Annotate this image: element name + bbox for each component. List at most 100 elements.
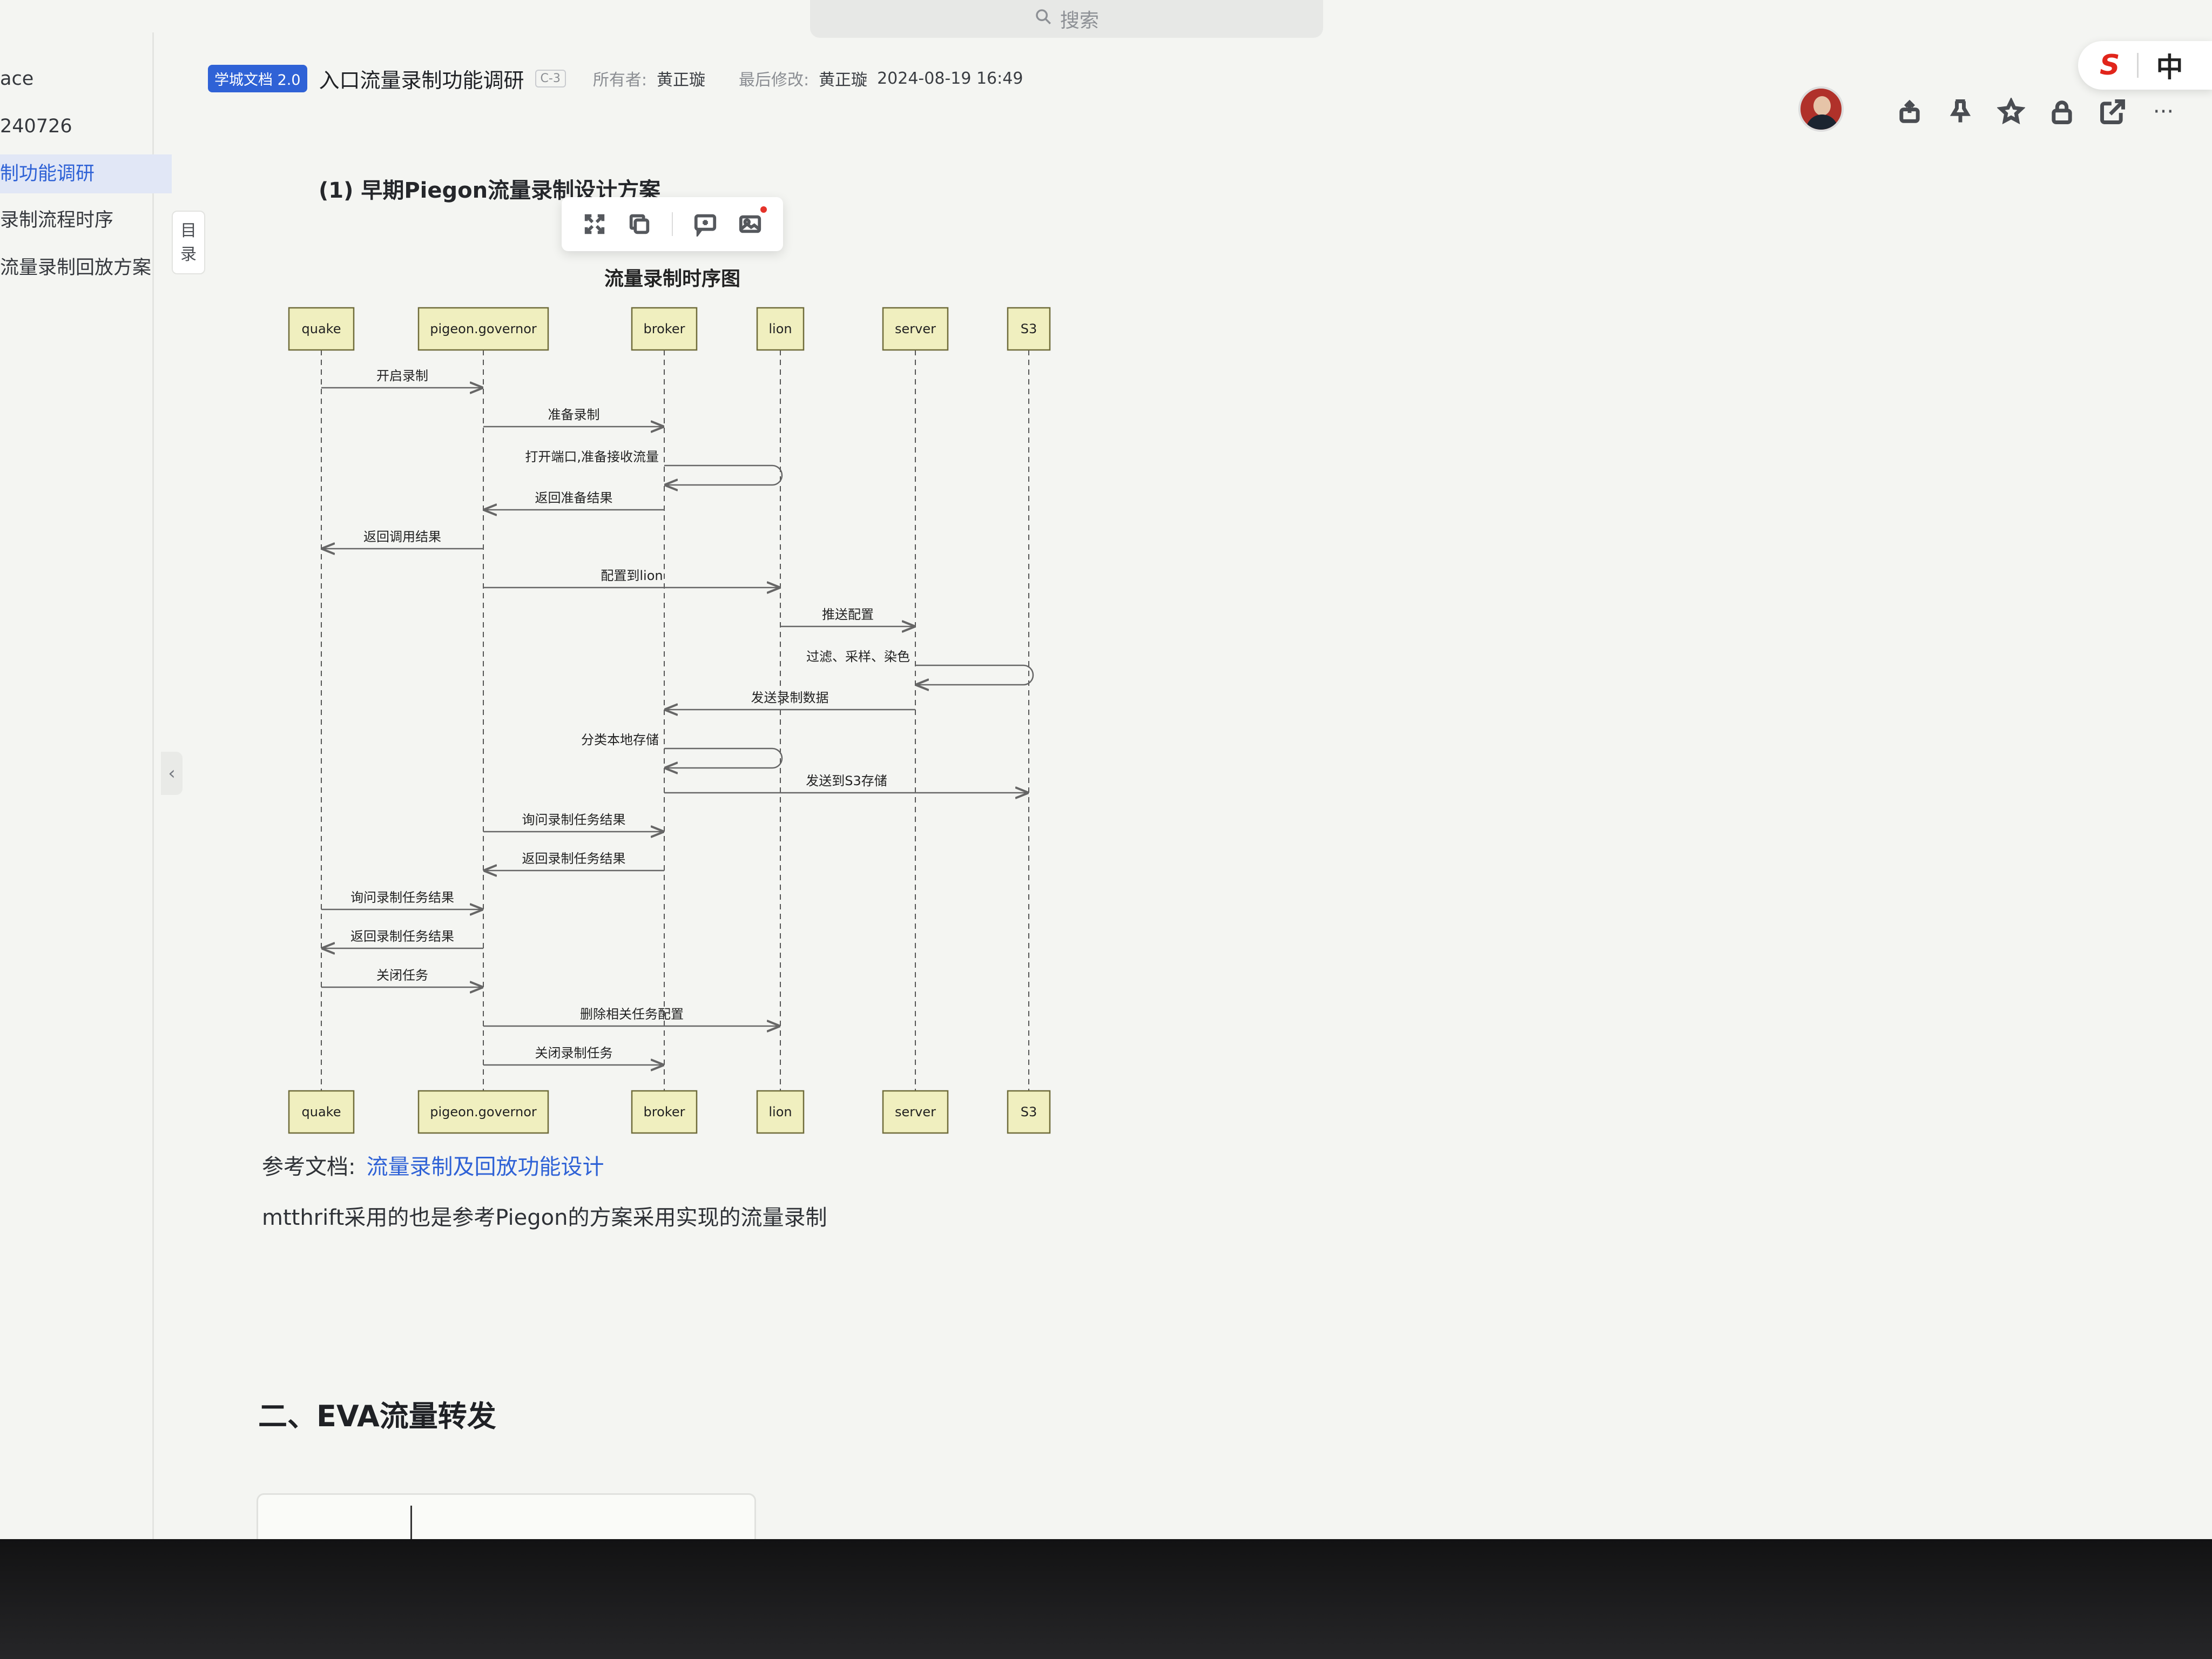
participant-box: quake: [288, 307, 355, 351]
self-message-arrow: [664, 464, 783, 485]
toc-item-1[interactable]: 240726: [0, 116, 72, 137]
participant-box: pigeon.governor: [417, 1090, 549, 1134]
message-label: 返回录制任务结果: [350, 929, 454, 944]
message: 询问录制任务结果: [483, 812, 664, 832]
modified-by[interactable]: 黄正璇: [819, 71, 868, 90]
participant-label: S3: [1021, 321, 1037, 336]
image-edit-icon[interactable]: [738, 206, 767, 237]
message: 开启录制: [321, 368, 483, 388]
message-label: 推送配置: [822, 607, 874, 622]
message: 发送到S3存储: [664, 773, 1029, 793]
reference-line: 参考文档: 流量录制及回放功能设计: [262, 1149, 604, 1181]
participant-label: server: [895, 321, 936, 336]
toc-item-3[interactable]: 录制流程时序: [0, 210, 114, 231]
message: 配置到lion: [483, 568, 780, 588]
image-toolbar: [562, 197, 783, 251]
participant-label: broker: [644, 1104, 685, 1120]
participant-box: lion: [756, 307, 805, 351]
participant-label: pigeon.governor: [430, 321, 537, 336]
open-external-icon[interactable]: [2099, 98, 2127, 126]
message: 返回准备结果: [483, 490, 664, 510]
message-label: 打开端口,准备接收流量: [525, 449, 659, 464]
participant-box: quake: [288, 1090, 355, 1134]
doc-title: 入口流量录制功能调研: [319, 68, 524, 92]
toc-item-0[interactable]: ace: [0, 68, 34, 90]
comment-icon[interactable]: [693, 212, 718, 238]
message: 返回调用结果: [321, 529, 483, 549]
participant-label: quake: [302, 321, 341, 336]
message: 删除相关任务配置: [483, 1007, 780, 1026]
message-label: 删除相关任务配置: [580, 1007, 684, 1022]
message: 过滤、采样、染色: [806, 649, 1034, 685]
ime-mode-toggle[interactable]: 中: [2156, 52, 2183, 83]
participant-label: server: [895, 1104, 936, 1120]
doc-header: 学城文档 2.0 入口流量录制功能调研 C-3 所有者: 黄正璇 最后修改: 黄…: [208, 54, 2152, 103]
participant-box: server: [882, 1090, 949, 1134]
self-message-arrow: [664, 747, 783, 768]
message-label: 开启录制: [376, 368, 428, 383]
message: 返回录制任务结果: [483, 851, 664, 871]
message-label: 关闭任务: [376, 968, 428, 983]
lock-icon[interactable]: [2048, 98, 2076, 126]
text-cursor: [410, 1506, 412, 1539]
participant-box: S3: [1007, 1090, 1051, 1134]
ime-divider: [2137, 53, 2139, 78]
sequence-diagram[interactable]: 流量录制时序图 开启录制准备录制打开端口,准备接收流量返回准备结果返回调用结果配…: [270, 259, 1091, 1145]
pin-icon[interactable]: [1946, 98, 1974, 126]
ime-logo-icon: S: [2100, 49, 2120, 82]
security-level-tag: C-3: [535, 69, 566, 87]
self-message-arrow: [915, 664, 1034, 685]
ime-toolbar[interactable]: S 中: [2078, 41, 2212, 90]
search-icon: [1034, 8, 1053, 31]
message-label: 返回录制任务结果: [522, 851, 626, 866]
message-label: 返回准备结果: [535, 490, 613, 505]
toc-item-4[interactable]: 流量录制回放方案: [0, 257, 152, 279]
space-badge[interactable]: 学城文档 2.0: [208, 64, 307, 92]
copy-icon[interactable]: [627, 212, 652, 237]
user-avatar[interactable]: [1798, 86, 1844, 132]
screen: 搜索 S 中 ace 240726 制功能调研 录制流程时序 流量录制回放方案 …: [0, 0, 2212, 1539]
message-label: 询问录制任务结果: [350, 890, 454, 905]
participant-box: pigeon.governor: [417, 307, 549, 351]
message: 发送录制数据: [664, 690, 915, 710]
modified-label: 最后修改:: [738, 71, 810, 90]
participant-label: broker: [644, 321, 685, 336]
participant-box: broker: [631, 307, 698, 351]
message: 分类本地存储: [581, 732, 783, 768]
reference-link[interactable]: 流量录制及回放功能设计: [366, 1155, 604, 1179]
message: 打开端口,准备接收流量: [525, 449, 783, 485]
fullscreen-icon[interactable]: [582, 212, 607, 237]
message-label: 返回调用结果: [363, 529, 441, 544]
star-icon[interactable]: [1997, 97, 2026, 126]
section-heading: 二、EVA流量转发: [258, 1399, 496, 1433]
message-label: 发送录制数据: [751, 690, 829, 705]
participant-box: server: [882, 307, 949, 351]
share-icon[interactable]: [1896, 98, 1924, 126]
message-label: 配置到lion: [601, 568, 663, 583]
search-placeholder: 搜索: [1060, 10, 1099, 32]
message-label: 分类本地存储: [581, 732, 659, 747]
reference-label: 参考文档:: [262, 1155, 356, 1179]
more-icon[interactable]: ···: [2153, 99, 2174, 124]
owner-name[interactable]: 黄正璇: [656, 71, 705, 90]
participant-label: lion: [768, 1104, 792, 1120]
toc-toggle-button[interactable]: 目录: [172, 211, 205, 274]
modified-time: 2024-08-19 16:49: [877, 69, 1023, 88]
message-label: 过滤、采样、染色: [806, 649, 910, 664]
toc-sidebar: ace 240726 制功能调研 录制流程时序 流量录制回放方案: [0, 32, 172, 1539]
owner-label: 所有者:: [592, 71, 647, 90]
message-label: 关闭录制任务: [535, 1046, 613, 1061]
participant-label: quake: [302, 1104, 341, 1120]
message: 返回录制任务结果: [321, 929, 483, 948]
sidebar-collapse-icon[interactable]: ‹: [161, 752, 183, 795]
message: 准备录制: [483, 407, 664, 427]
next-content-block[interactable]: [257, 1493, 756, 1539]
global-search-bar[interactable]: 搜索: [810, 0, 1323, 38]
message-label: 准备录制: [548, 407, 600, 422]
doc-toolbar: ···: [1896, 93, 2177, 131]
toc-item-active[interactable]: 制功能调研: [0, 154, 172, 193]
participant-label: S3: [1021, 1104, 1037, 1120]
toolbar-divider: [671, 212, 673, 236]
message: 关闭任务: [321, 968, 483, 987]
participant-box: lion: [756, 1090, 805, 1134]
